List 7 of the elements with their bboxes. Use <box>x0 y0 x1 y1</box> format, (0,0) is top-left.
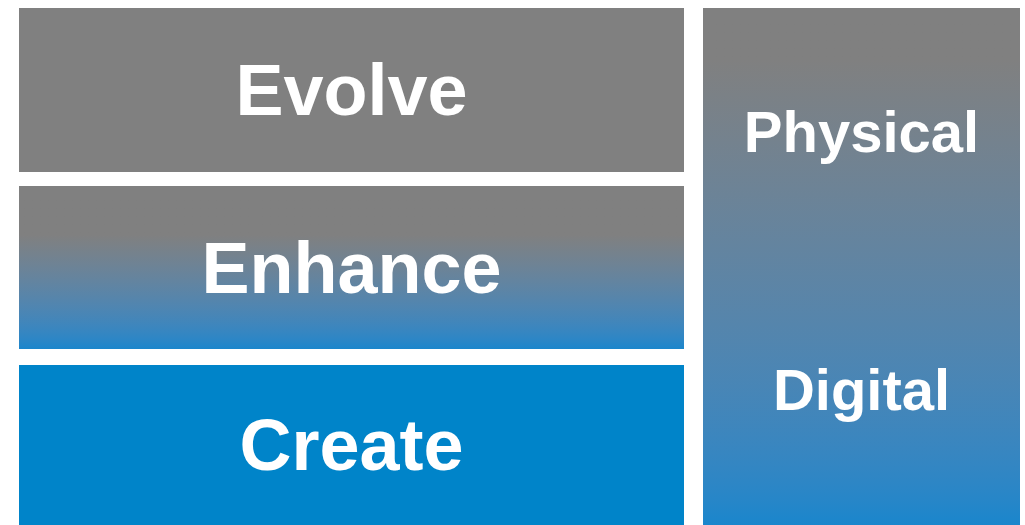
layer-band <box>703 8 1020 525</box>
band-label: Create <box>239 409 464 481</box>
layer-band <box>19 8 684 172</box>
band-label: Evolve <box>235 54 468 126</box>
layer-band <box>19 365 684 525</box>
layer-band <box>19 186 684 349</box>
band-label: Enhance <box>201 231 502 304</box>
